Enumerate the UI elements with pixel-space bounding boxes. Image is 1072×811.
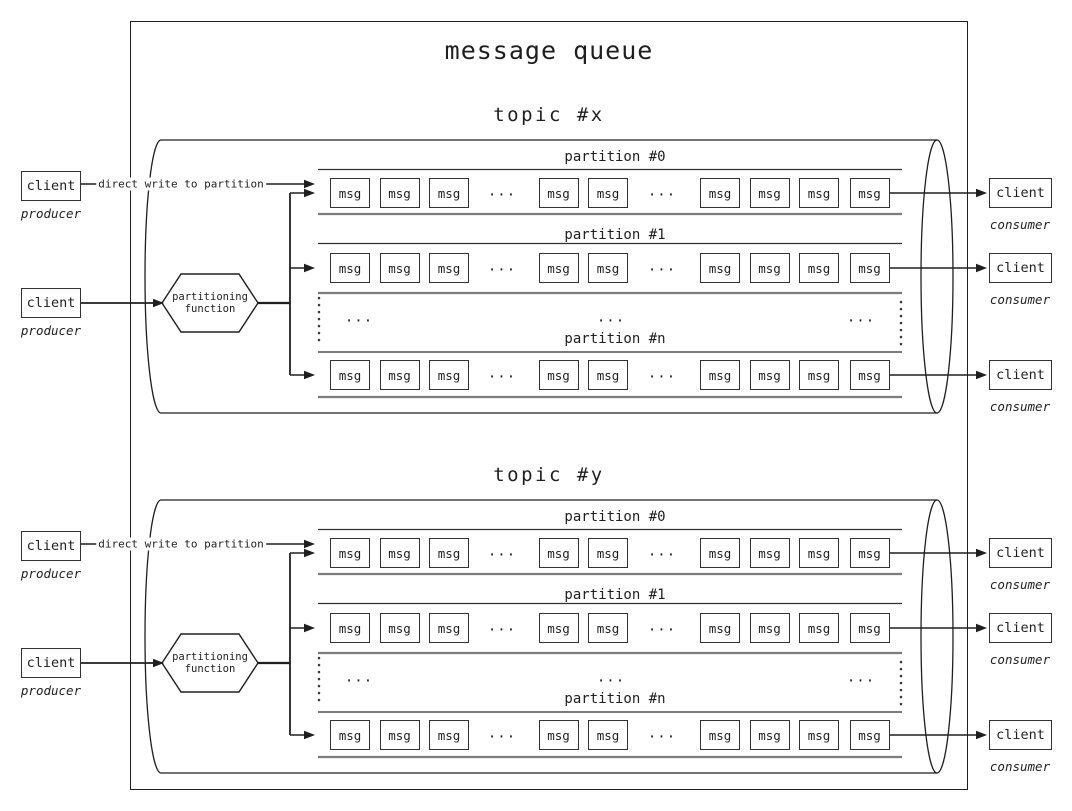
partitioning-function-hexagon [161,633,259,693]
consume-arrow-head [976,263,987,273]
partition-write-arrow-head [304,730,315,740]
consume-arrow-head [976,730,987,740]
partition-write-arrow-head [304,370,315,380]
message-queue-boundary [130,21,968,790]
producer-to-partitioner-arrow-head [153,658,164,668]
diagram-title: message queue [444,36,654,65]
partition-write-arrow-head [304,263,315,273]
partition-write-arrow-head [304,623,315,633]
consume-arrow-head [976,623,987,633]
partition-write-arrow-head [304,548,315,558]
consume-arrow-head [976,188,987,198]
cylinder-right-ellipse [920,139,954,414]
cylinder-left-arc [144,499,162,774]
producer-to-partitioner-arrow-head [153,298,164,308]
partitioning-function-hexagon [161,273,259,333]
direct-write-arrow-head [304,539,315,549]
cylinder-left-arc [144,139,162,414]
consume-arrow-head [976,370,987,380]
cylinder-right-ellipse [920,499,954,774]
consume-arrow-head [976,548,987,558]
partition-write-arrow-head [304,188,315,198]
direct-write-arrow-head [304,179,315,189]
